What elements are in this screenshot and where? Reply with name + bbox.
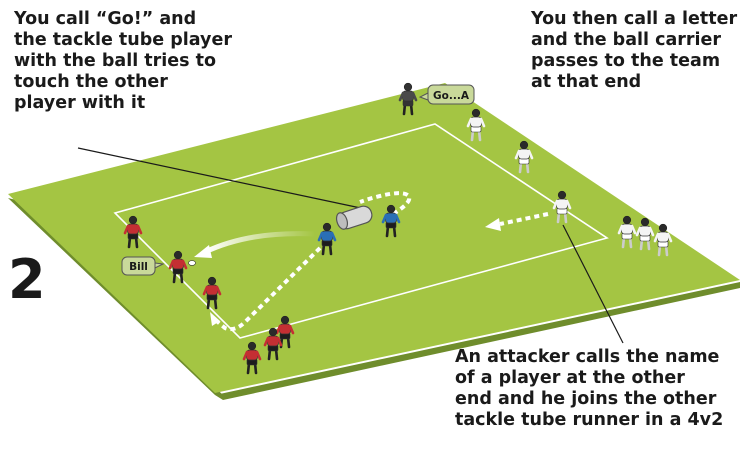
coach-speech-text: Go...A (433, 90, 470, 102)
coach (398, 82, 418, 116)
red-player (123, 215, 143, 249)
pitch-edge-right (215, 282, 740, 400)
white-player (635, 217, 655, 251)
caption-top-left: You call “Go!” and the tackle tube playe… (14, 9, 232, 113)
blue-player (317, 222, 337, 256)
pass-arrow (194, 231, 316, 258)
pitch-surface (8, 83, 740, 393)
step-number: 2 (8, 248, 46, 311)
run-arrow-support (210, 246, 322, 332)
red-player (263, 327, 283, 361)
players (123, 82, 673, 375)
red-player (275, 315, 295, 349)
blue-player (381, 204, 401, 238)
coach-speech-bubble: Go...A (418, 84, 475, 105)
pointer-line-bottom-right (562, 224, 624, 344)
caption-bottom-right: An attacker calls the name of a player a… (455, 347, 724, 430)
pointer-line-top-left (77, 147, 371, 211)
white-player (617, 215, 637, 249)
tackle-tube (335, 205, 373, 230)
red-player (242, 341, 262, 375)
player-speech-bubble: Bill (121, 256, 165, 276)
run-arrow-right (485, 212, 549, 231)
red-player (202, 276, 222, 310)
pitch (8, 83, 740, 400)
run-arrow-tube (359, 191, 412, 216)
caption-top-right: You then call a letter and the ball carr… (531, 9, 738, 92)
red-player (168, 250, 188, 284)
ball (188, 260, 196, 266)
white-player (653, 223, 673, 257)
white-player (552, 190, 572, 224)
white-player (466, 108, 486, 142)
player-speech-text: Bill (129, 261, 148, 273)
grid-lines (113, 123, 609, 339)
white-player (514, 140, 534, 174)
